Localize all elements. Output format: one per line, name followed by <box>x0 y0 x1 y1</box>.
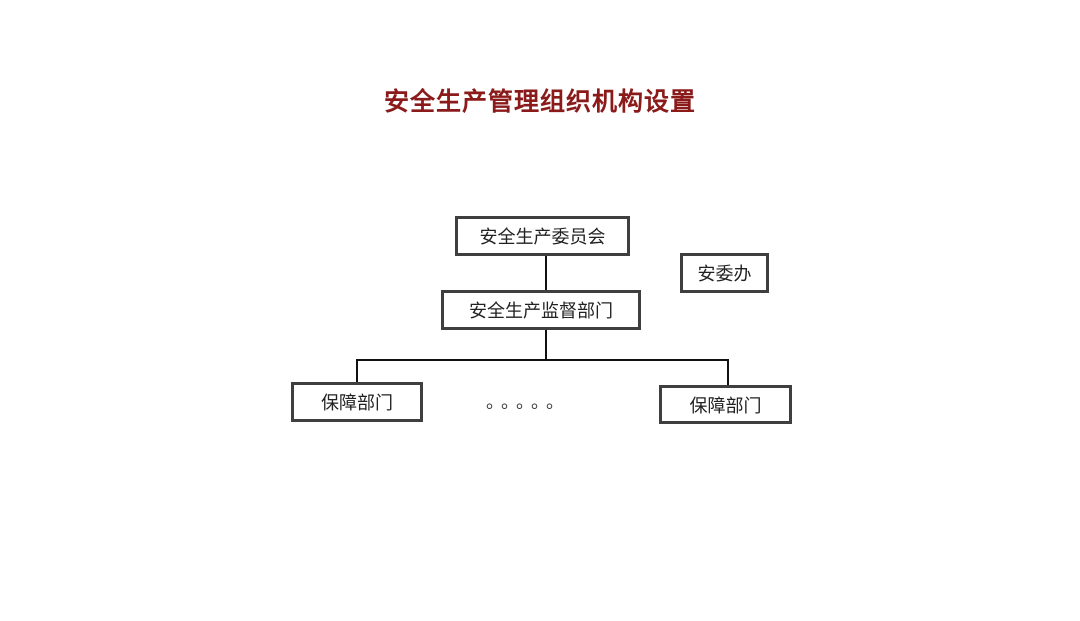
right-support-department-box: 保障部门 <box>659 385 792 424</box>
connector-committee-supervision <box>545 255 547 291</box>
safety-office-box: 安委办 <box>680 253 769 293</box>
connector-supervision-trunk <box>545 328 547 360</box>
connector-horizontal-branch <box>356 359 729 361</box>
ellipsis-more-departments: 。。。。。 <box>486 392 570 413</box>
connector-right-department <box>727 359 729 386</box>
connector-left-department <box>356 359 358 383</box>
page-title: 安全生产管理组织机构设置 <box>383 87 696 116</box>
safety-supervision-department-box: 安全生产监督部门 <box>441 290 641 330</box>
left-support-department-box: 保障部门 <box>291 382 423 422</box>
safety-committee-box: 安全生产委员会 <box>455 216 630 256</box>
